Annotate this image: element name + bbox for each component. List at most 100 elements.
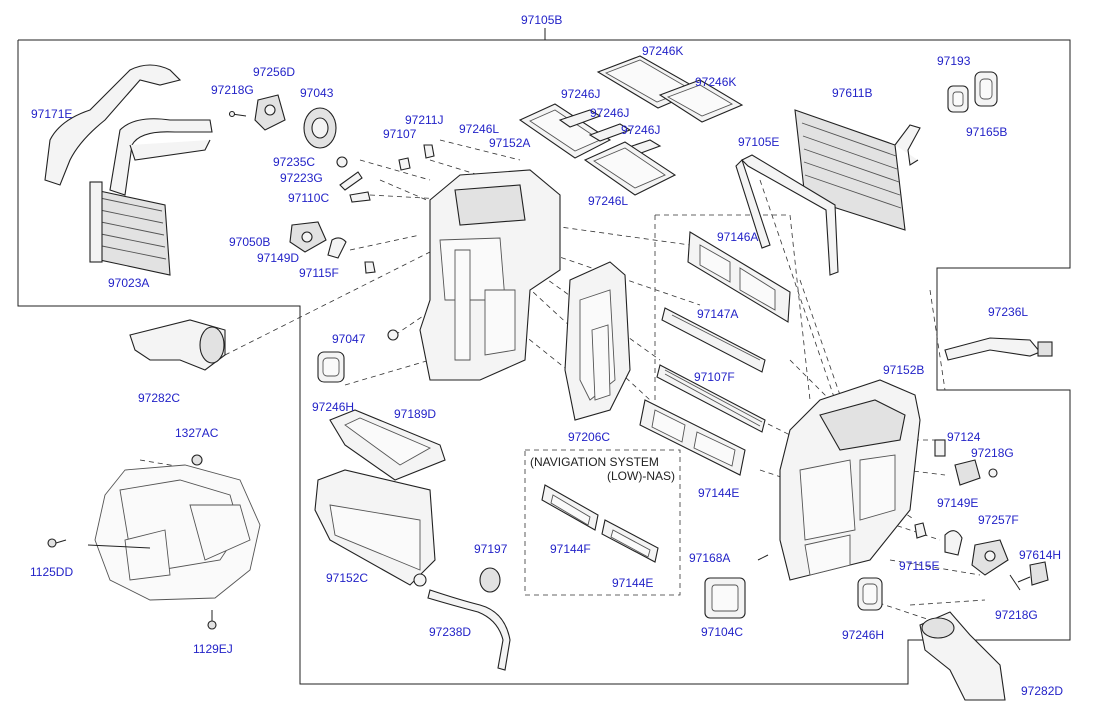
- label-97144E-top[interactable]: 97144E: [698, 486, 739, 500]
- label-97256D[interactable]: 97256D: [253, 65, 295, 79]
- sensor-97614H: [1017, 561, 1049, 586]
- seal-97105E: [735, 154, 839, 276]
- label-97218G-top[interactable]: 97218G: [211, 83, 254, 97]
- label-97211J[interactable]: 97211J: [405, 113, 443, 127]
- label-97144E-nav[interactable]: 97144E: [612, 576, 653, 590]
- label-97193[interactable]: 97193: [937, 54, 971, 68]
- label-97050B[interactable]: 97050B: [229, 235, 270, 249]
- nut-97047: [387, 329, 399, 341]
- label-97147A[interactable]: 97147A: [697, 307, 738, 321]
- label-97246K-a[interactable]: 97246K: [642, 44, 683, 58]
- door-97144E-nav: [601, 519, 659, 563]
- label-97107[interactable]: 97107: [383, 127, 417, 141]
- door-97144E-top: [639, 399, 746, 476]
- frame-lines: [17, 28, 1071, 685]
- label-97246L-b[interactable]: 97246L: [588, 194, 628, 208]
- duct-97282D: [919, 611, 1006, 701]
- hose-97238D: [427, 589, 511, 671]
- gasket-97246H-right: [857, 577, 883, 611]
- label-97149E[interactable]: 97149E: [937, 496, 978, 510]
- label-97236L[interactable]: 97236L: [988, 305, 1028, 319]
- door-97146A: [687, 231, 791, 323]
- label-97043[interactable]: 97043: [300, 86, 334, 100]
- label-97611B[interactable]: 97611B: [832, 86, 872, 100]
- nav-system-note-line1: (NAVIGATION SYSTEM: [530, 455, 659, 469]
- arm-97149E: [944, 530, 963, 556]
- label-97168A[interactable]: 97168A: [689, 551, 730, 565]
- clip-97168A: [757, 554, 769, 561]
- grommet-97165B: [974, 71, 998, 107]
- screw-97218G-bottom: [1009, 574, 1021, 591]
- label-97235C[interactable]: 97235C: [273, 155, 315, 169]
- label-97282D[interactable]: 97282D: [1021, 684, 1063, 698]
- screw-97218G-right: [988, 468, 998, 478]
- lower-case-97152C: [314, 469, 436, 587]
- heater-core-97023A: [89, 181, 171, 276]
- label-97105B[interactable]: 97105B: [521, 13, 562, 27]
- label-97246L-a[interactable]: 97246L: [459, 122, 499, 136]
- label-97115F[interactable]: 97115F: [299, 266, 339, 280]
- label-97124[interactable]: 97124: [947, 430, 981, 444]
- label-97614H[interactable]: 97614H: [1019, 548, 1061, 562]
- assembly-overview: [87, 464, 261, 601]
- label-97047[interactable]: 97047: [332, 332, 366, 346]
- duct-97282C: [129, 319, 226, 371]
- label-97246K-b[interactable]: 97246K: [695, 75, 736, 89]
- screw-97218G-top: [228, 110, 247, 118]
- label-97218G-right[interactable]: 97218G: [971, 446, 1014, 460]
- label-1125DD[interactable]: 1125DD: [30, 565, 73, 579]
- label-97149D[interactable]: 97149D: [257, 251, 299, 265]
- actuator-97256D: [254, 94, 286, 131]
- label-97223G[interactable]: 97223G: [280, 171, 323, 185]
- label-97171E[interactable]: 97171E: [31, 107, 72, 121]
- label-97107F[interactable]: 97107F: [694, 370, 735, 384]
- actuator-97257F: [971, 539, 1009, 576]
- label-97197[interactable]: 97197: [474, 542, 508, 556]
- actuator-97050B: [289, 221, 327, 253]
- label-97146A[interactable]: 97146A: [717, 230, 758, 244]
- seal-97246L-upper: [518, 103, 612, 159]
- label-97206C[interactable]: 97206C: [568, 430, 610, 444]
- label-97246J-b[interactable]: 97246J: [590, 106, 629, 120]
- label-97023A[interactable]: 97023A: [108, 276, 149, 290]
- label-97246H-left[interactable]: 97246H: [312, 400, 354, 414]
- label-1327AC[interactable]: 1327AC: [175, 426, 219, 440]
- label-97105E[interactable]: 97105E: [738, 135, 779, 149]
- label-97152B[interactable]: 97152B: [883, 363, 924, 377]
- seal-97246K-right: [658, 79, 744, 123]
- label-97238D[interactable]: 97238D: [429, 625, 471, 639]
- label-97152C[interactable]: 97152C: [326, 571, 368, 585]
- label-97104C[interactable]: 97104C: [701, 625, 743, 639]
- label-97257F[interactable]: 97257F: [978, 513, 1019, 527]
- label-97218G-bottom[interactable]: 97218G: [995, 608, 1038, 622]
- label-97246J-c[interactable]: 97246J: [621, 123, 660, 137]
- clip-97115F: [364, 261, 376, 274]
- bolt-1327AC: [191, 454, 203, 466]
- label-97110C[interactable]: 97110C: [288, 191, 329, 205]
- label-97282C[interactable]: 97282C: [138, 391, 180, 405]
- arm-97149D: [327, 237, 347, 259]
- seal-97246L-lower: [583, 141, 677, 196]
- door-97107F: [656, 364, 766, 433]
- door-97147A: [661, 307, 766, 373]
- label-97189D[interactable]: 97189D: [394, 407, 436, 421]
- label-1129EJ[interactable]: 1129EJ: [193, 642, 233, 656]
- label-97246J-a[interactable]: 97246J: [561, 87, 600, 101]
- bolt-1129EJ: [207, 610, 217, 630]
- gasket-97104C: [704, 577, 746, 619]
- label-97152A[interactable]: 97152A: [489, 136, 530, 150]
- clip-97211J: [423, 144, 435, 159]
- label-97246H-right[interactable]: 97246H: [842, 628, 884, 642]
- clip-97107: [398, 157, 411, 171]
- connector-97257F-left: [954, 459, 981, 486]
- label-97144F[interactable]: 97144F: [550, 542, 591, 556]
- label-97115E[interactable]: 97115E: [899, 559, 939, 573]
- cover-97189D: [329, 409, 446, 481]
- sensor-97124: [934, 439, 946, 457]
- door-97144F: [541, 484, 599, 531]
- label-97165B[interactable]: 97165B: [966, 125, 1007, 139]
- heater-case-97152A: [419, 169, 561, 381]
- link-97110C: [349, 191, 371, 203]
- lever-97223G: [339, 171, 363, 191]
